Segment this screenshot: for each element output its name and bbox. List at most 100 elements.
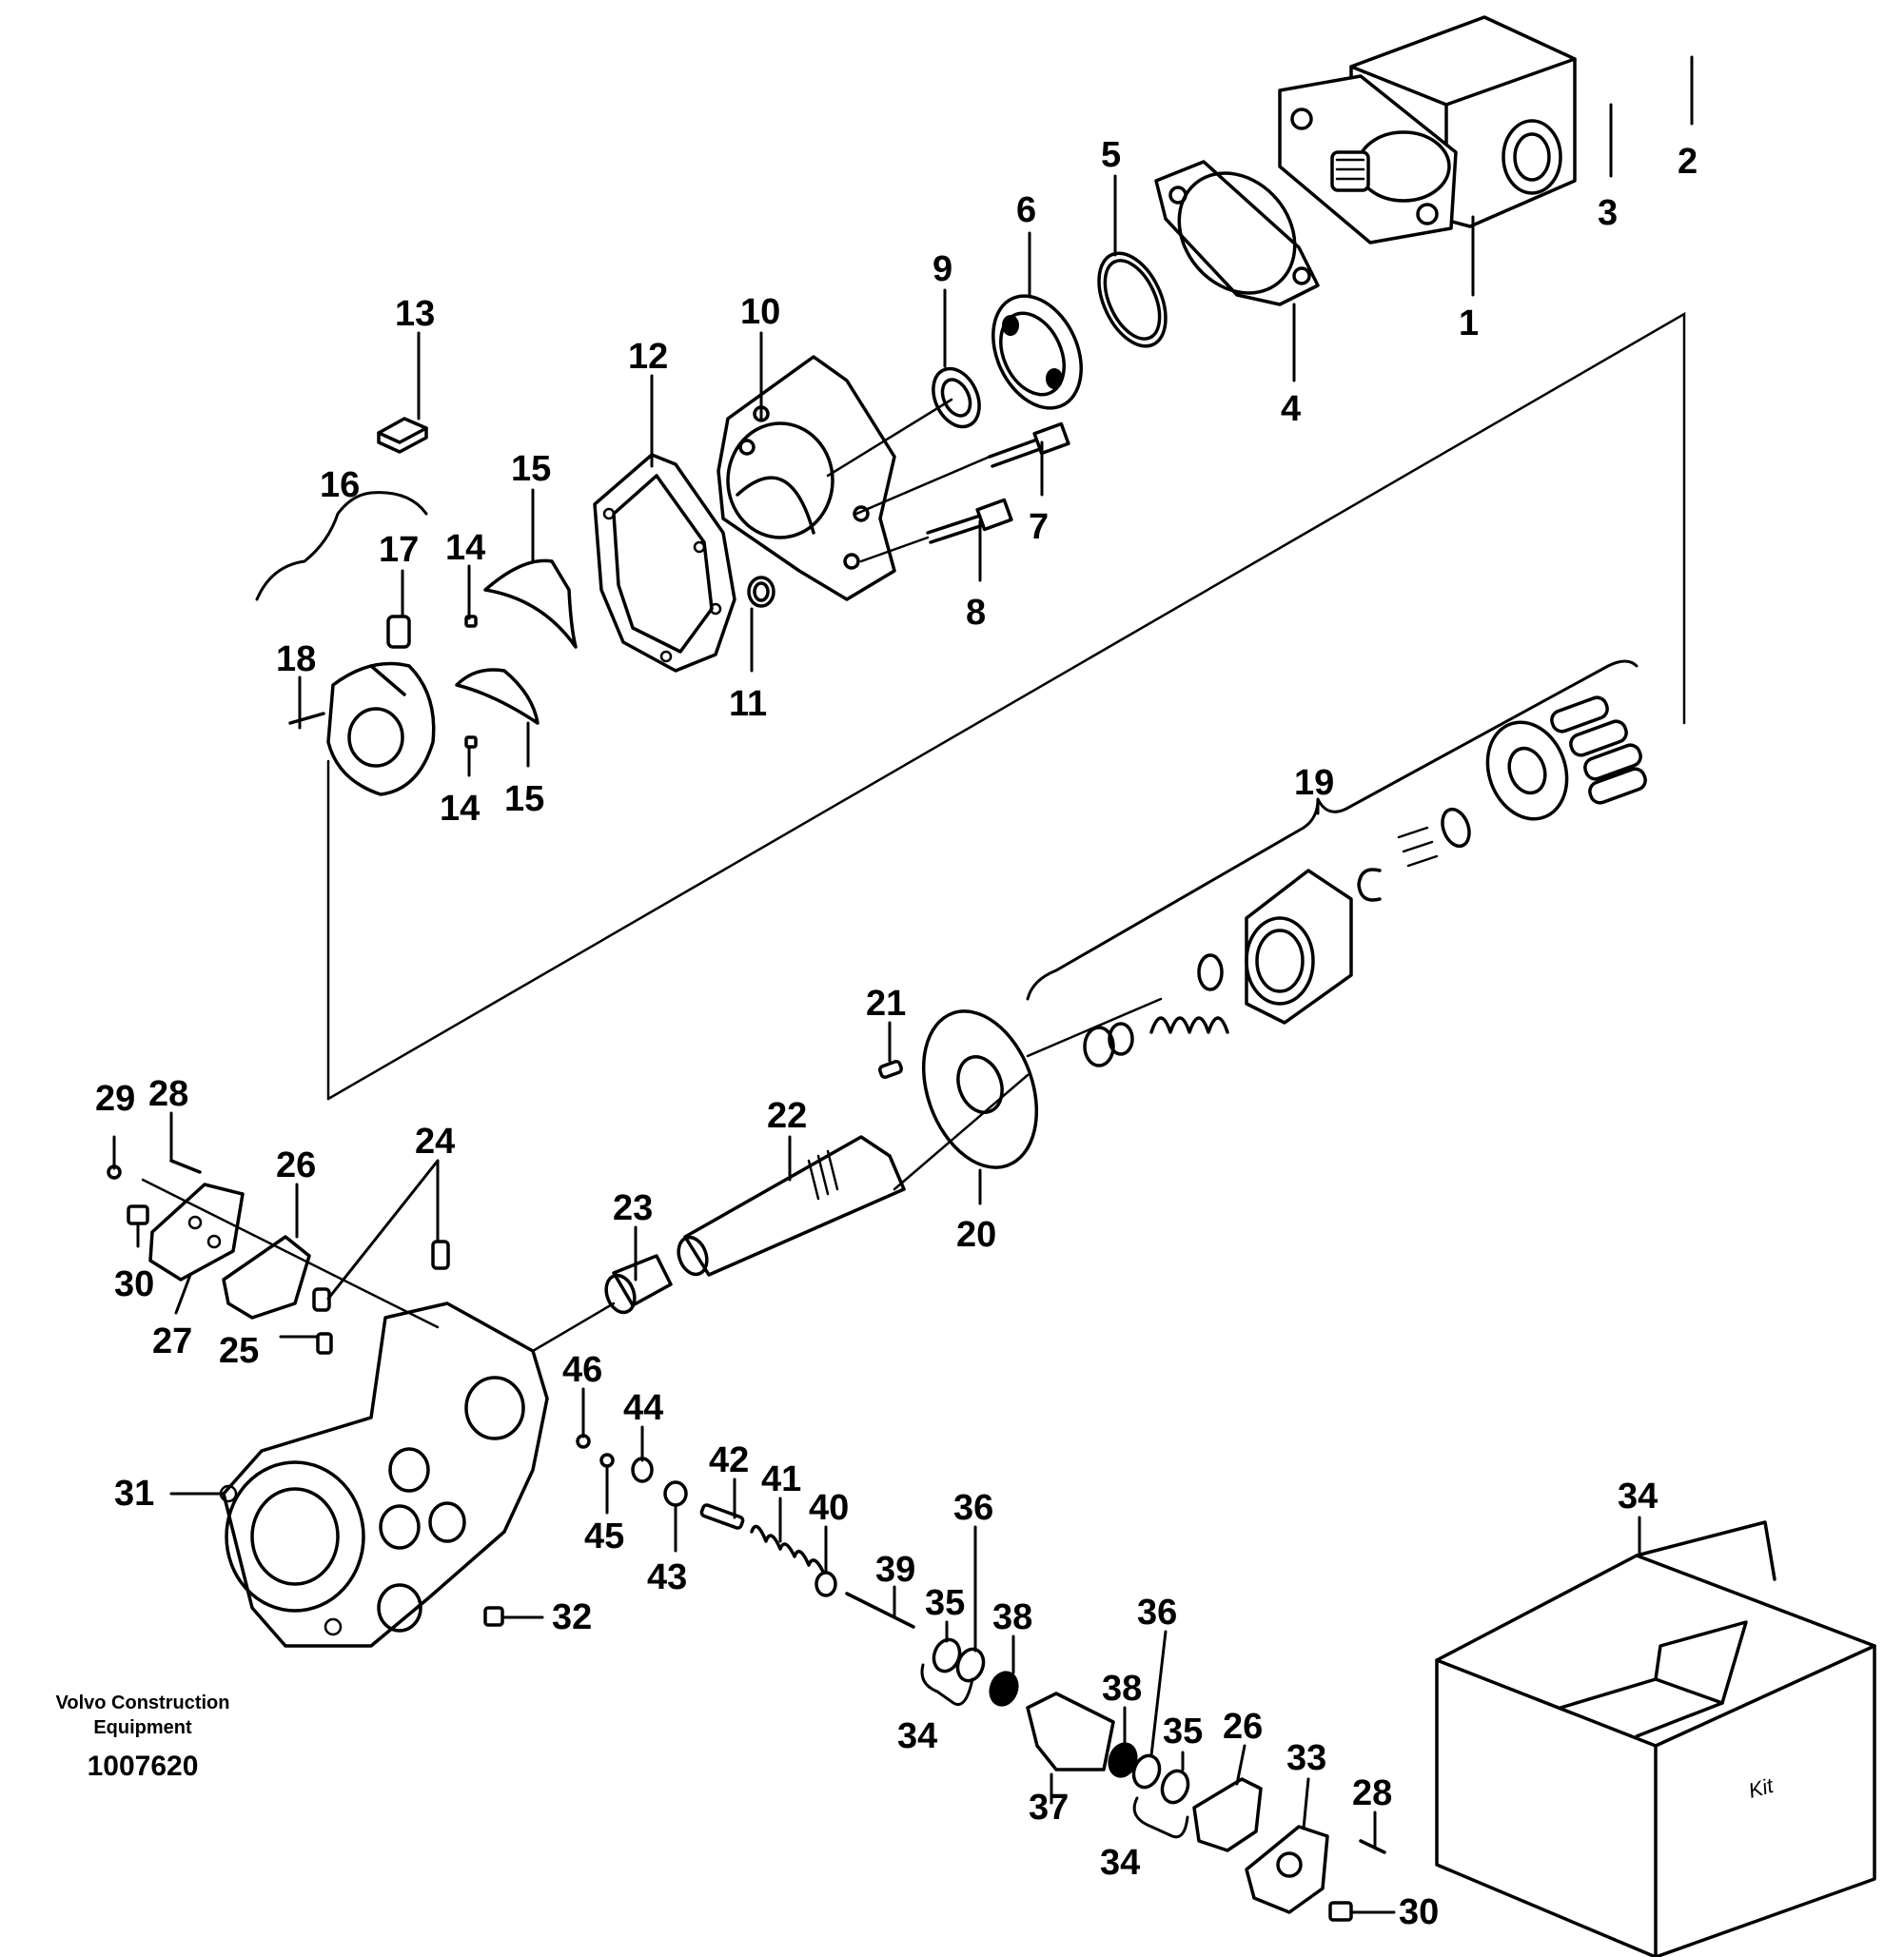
shaft-22 bbox=[677, 1135, 906, 1277]
callout-28-right: 28 bbox=[1352, 1773, 1392, 1813]
leader-lines bbox=[112, 55, 1694, 1914]
assembly-line bbox=[326, 311, 1686, 1101]
callout-39: 39 bbox=[875, 1550, 915, 1590]
callout-35-right: 35 bbox=[1163, 1712, 1203, 1752]
callout-13: 13 bbox=[395, 294, 435, 334]
callout-15-lower: 15 bbox=[504, 779, 544, 819]
callout-14-upper: 14 bbox=[445, 528, 485, 568]
plug-24-lower bbox=[312, 1287, 331, 1312]
callout-2: 2 bbox=[1678, 142, 1698, 182]
callout-24: 24 bbox=[415, 1122, 455, 1162]
plug-25 bbox=[316, 1332, 333, 1355]
swash-plate bbox=[326, 661, 436, 796]
callout-45: 45 bbox=[584, 1517, 624, 1556]
callout-42: 42 bbox=[709, 1440, 749, 1480]
pin-18 bbox=[288, 712, 325, 725]
callout-17: 17 bbox=[379, 530, 419, 570]
bolt-8 bbox=[926, 498, 1013, 544]
gasket-26-right bbox=[1192, 1777, 1263, 1852]
callout-16: 16 bbox=[320, 465, 360, 505]
gear-pump bbox=[1278, 15, 1577, 245]
gasket-4 bbox=[1154, 160, 1320, 306]
assembly-line bbox=[531, 1301, 616, 1353]
bolt-28-right bbox=[1359, 1839, 1386, 1854]
callout-33: 33 bbox=[1286, 1738, 1326, 1778]
plate-20 bbox=[921, 1009, 1039, 1169]
callout-23: 23 bbox=[613, 1188, 653, 1228]
pin-14-lower bbox=[464, 735, 478, 749]
gasket-26-left bbox=[222, 1235, 311, 1320]
callout-18: 18 bbox=[276, 639, 316, 679]
callout-38-right: 38 bbox=[1102, 1669, 1142, 1709]
callout-46: 46 bbox=[562, 1350, 602, 1390]
callout-8: 8 bbox=[966, 593, 986, 633]
callout-22: 22 bbox=[767, 1096, 807, 1136]
callout-38-left: 38 bbox=[992, 1597, 1032, 1637]
assembly-line bbox=[141, 1178, 440, 1329]
cover-27 bbox=[148, 1183, 245, 1282]
gasket-12 bbox=[593, 453, 736, 673]
callout-14-lower: 14 bbox=[440, 789, 480, 829]
pin-21 bbox=[877, 1059, 904, 1080]
spool-37 bbox=[1026, 1692, 1115, 1771]
wear-plate-15-lower bbox=[455, 668, 540, 725]
callout-15-upper: 15 bbox=[511, 449, 551, 489]
callout-30-right: 30 bbox=[1399, 1892, 1439, 1932]
callout-34-box: 34 bbox=[1618, 1477, 1658, 1517]
snap-ring-5 bbox=[1097, 251, 1168, 348]
callout-36-right: 36 bbox=[1137, 1593, 1177, 1633]
callout-5: 5 bbox=[1101, 135, 1121, 175]
callout-7: 7 bbox=[1029, 507, 1049, 547]
callout-27: 27 bbox=[152, 1321, 192, 1361]
snap-ring-44 bbox=[631, 1457, 654, 1483]
callout-19: 19 bbox=[1294, 763, 1334, 803]
assembly-line bbox=[1026, 997, 1163, 1058]
plug-24-upper bbox=[431, 1240, 450, 1270]
pin-42 bbox=[699, 1503, 745, 1530]
housing-10 bbox=[716, 355, 896, 601]
callout-43: 43 bbox=[647, 1557, 687, 1597]
callout-26-right: 26 bbox=[1223, 1707, 1263, 1747]
callout-44: 44 bbox=[623, 1388, 663, 1428]
assembly-line bbox=[893, 1073, 1030, 1191]
callout-40: 40 bbox=[809, 1488, 849, 1528]
callout-36-left: 36 bbox=[953, 1488, 993, 1528]
callout-29: 29 bbox=[95, 1079, 135, 1119]
callout-12: 12 bbox=[628, 337, 668, 377]
bolt-28-left bbox=[169, 1159, 202, 1174]
callout-30-left: 30 bbox=[114, 1264, 154, 1304]
nut-45 bbox=[599, 1453, 615, 1468]
seal-38-left bbox=[989, 1671, 1019, 1707]
callout-6: 6 bbox=[1016, 190, 1036, 230]
callout-34-right: 34 bbox=[1100, 1843, 1140, 1883]
callout-25: 25 bbox=[219, 1331, 259, 1371]
callout-10: 10 bbox=[740, 292, 780, 332]
drawing-number: 1007620 bbox=[87, 1751, 199, 1782]
plug-32 bbox=[483, 1606, 504, 1627]
screw-39 bbox=[845, 1592, 915, 1629]
rotating-group-19 bbox=[1026, 659, 1647, 1067]
key-13 bbox=[377, 417, 428, 454]
bearing-6 bbox=[991, 294, 1083, 410]
callout-3: 3 bbox=[1598, 193, 1618, 233]
callout-11: 11 bbox=[729, 684, 767, 724]
callout-34-left: 34 bbox=[897, 1716, 937, 1756]
callout-31: 31 bbox=[114, 1474, 154, 1514]
callout-1: 1 bbox=[1459, 303, 1479, 343]
washer-40 bbox=[815, 1571, 837, 1597]
pin-17 bbox=[386, 615, 411, 649]
bolt-7 bbox=[988, 421, 1070, 468]
callout-26-left: 26 bbox=[276, 1145, 316, 1185]
plug-43 bbox=[663, 1480, 688, 1507]
assembly-line bbox=[826, 398, 991, 563]
wear-plate-15-upper bbox=[483, 558, 578, 649]
spring-41 bbox=[750, 1524, 825, 1574]
washer-9 bbox=[932, 366, 981, 429]
callouts: 1 2 3 4 5 6 7 8 9 10 11 12 13 14 14 15 1… bbox=[95, 135, 1776, 1932]
callout-9: 9 bbox=[932, 249, 952, 289]
callout-32: 32 bbox=[552, 1597, 592, 1637]
callout-28-left: 28 bbox=[148, 1074, 188, 1114]
kit-box bbox=[1435, 1520, 1876, 1957]
callout-4: 4 bbox=[1281, 389, 1301, 429]
